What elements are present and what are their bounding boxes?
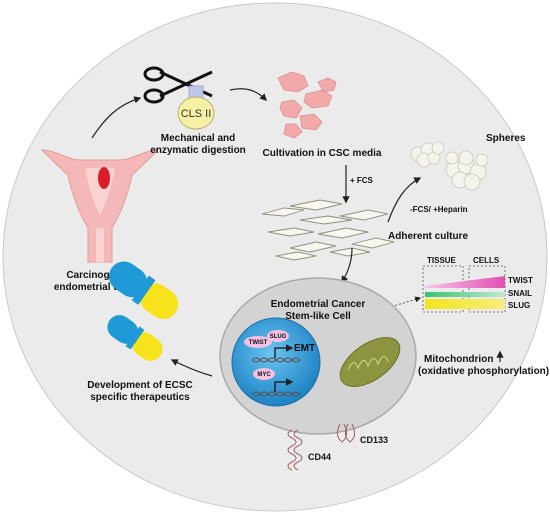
dna-icon — [251, 357, 301, 363]
twist-label: TWIST — [508, 276, 533, 285]
slug-bar — [425, 299, 505, 309]
therapeutics-label-line1: Development of ECSC — [87, 380, 193, 391]
emt-label: EMT — [294, 343, 315, 354]
myc-label: MYC — [257, 372, 271, 378]
twist-bubble — [244, 336, 272, 348]
tissue-label-line2: endometrial tissue — [54, 282, 143, 293]
arrow-adherent-to-ecsc — [341, 247, 353, 284]
therapeutics-label-line2: specific therapeutics — [90, 392, 190, 403]
spheres-label: Spheres — [486, 133, 526, 144]
twist-small-label: TWIST — [249, 340, 268, 346]
cls-label: CLS II — [181, 108, 212, 120]
snail-label: SNAIL — [508, 289, 532, 298]
slug-bubble — [267, 330, 289, 342]
uterus-icon — [40, 149, 160, 263]
slug-small-label: SLUG — [270, 334, 287, 340]
digestion-label-line1: Mechanical and — [161, 133, 235, 144]
cd44-label: CD44 — [308, 452, 331, 462]
cd44-receptor — [287, 429, 303, 471]
slug-label: SLUG — [508, 301, 530, 310]
ecsc-label-line2: Stem-like Cell — [285, 311, 351, 322]
snail-bar — [425, 292, 505, 297]
arrow-adherent-to-spheres — [387, 177, 422, 223]
cd133-receptor — [336, 423, 356, 443]
dna-icon-2 — [251, 391, 301, 397]
flask-icon — [177, 85, 215, 130]
tissue-header: TISSUE — [427, 256, 457, 265]
adherent-label: Adherent culture — [388, 231, 468, 242]
tissue-label-line1: Carcinogenic — [66, 270, 130, 281]
myc-bubble — [253, 368, 275, 380]
myc-arrow — [274, 378, 294, 392]
arrow-ecsc-to-therapeutics — [170, 359, 213, 377]
arrow-digestion-to-cultivation — [229, 88, 268, 102]
ecsc-label-line1: Endometrial Cancer — [271, 299, 366, 310]
spheres-icon — [410, 141, 489, 191]
mito-label-line2: (oxidative phosphorylation) — [418, 366, 549, 377]
tissue-fragments-icon — [277, 71, 337, 139]
cd133-label: CD133 — [360, 435, 388, 445]
digestion-label-line2: enzymatic digestion — [150, 145, 246, 156]
cultivation-label: Cultivation in CSC media — [263, 148, 382, 159]
arrow-tissue-to-digestion — [91, 96, 142, 139]
cells-header: CELLS — [473, 256, 500, 265]
expression-panel: TISSUE CELLS TWIST SNAIL SLUG — [422, 256, 533, 313]
fcs-label: + FCS — [350, 176, 374, 185]
heparin-label: -FCS/ +Heparin — [410, 205, 468, 214]
tumor — [98, 167, 110, 189]
mitochondrion-icon — [339, 337, 401, 387]
capsule-icon — [107, 261, 179, 361]
emt-arrow — [274, 344, 294, 358]
mito-label-line1: Mitochondrion — [424, 354, 493, 365]
adherent-cells-icon — [261, 199, 395, 261]
twist-bar — [425, 276, 505, 288]
